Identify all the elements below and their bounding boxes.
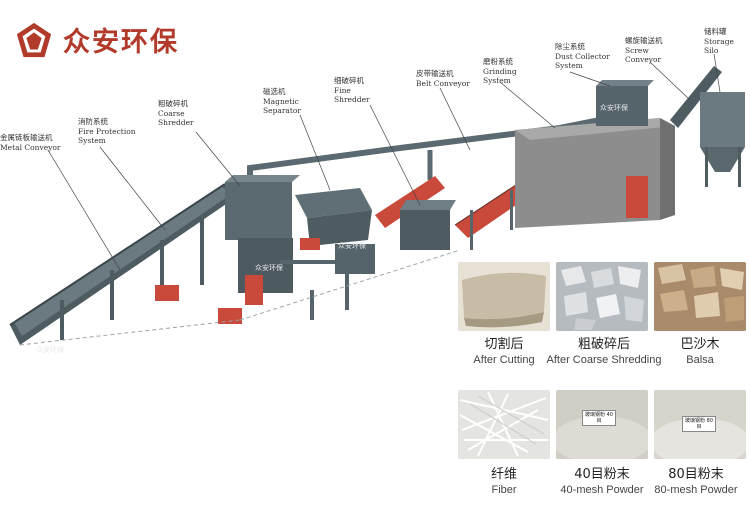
label-text: Separator [263, 106, 302, 115]
label-text: 细破碎机 [334, 76, 364, 85]
label-text: Shredder [158, 118, 194, 127]
label-text: Fiber [491, 484, 517, 496]
caption-80-mesh: 80目粉末 80-mesh Powder [641, 467, 750, 497]
label-zh: 金属链板输送机 [0, 133, 53, 142]
label-text: 皮带输送机 [416, 69, 454, 78]
label-text: 螺旋输送机 [625, 36, 663, 45]
label-text: 40-mesh Powder [560, 484, 644, 496]
brand-name: 众安环保 [63, 27, 179, 58]
product-photo-coarse [556, 262, 648, 331]
caption-balsa: 巴沙木 Balsa [645, 337, 750, 367]
label-text: Dust Collector [555, 51, 610, 61]
machine-mark: 众安环保 [36, 345, 64, 354]
label-text: 粗破碎后 [577, 337, 630, 352]
fiber-image [458, 390, 550, 459]
product-photo-balsa [654, 262, 746, 331]
label-text: System [78, 136, 106, 145]
label-text: Balsa [686, 354, 714, 366]
label-text: Belt Conveyor [416, 78, 470, 88]
machine-mark: 众安环保 [600, 103, 628, 112]
label-text: After Coarse Shredding [546, 354, 662, 366]
sample-tag-80: 玻璃钢粉 80目 [682, 416, 716, 432]
sample-tag-40: 玻璃钢粉 40目 [582, 410, 616, 426]
label-text: Screw [625, 45, 649, 55]
label-text: 巴沙木 [680, 337, 720, 352]
powder-40-image [556, 390, 648, 459]
label-text: 粗破碎机 [158, 99, 188, 108]
label-text: 40目粉末 [574, 467, 630, 482]
machine-mark: 众安环保 [338, 241, 366, 250]
label-text: Magnetic [263, 96, 299, 106]
shred-chips-image [556, 262, 648, 331]
label-text: 磨粉系统 [483, 57, 513, 66]
label-text: System [483, 76, 511, 85]
label-text: Shredder [334, 95, 370, 104]
label-text: 80-mesh Powder [654, 484, 738, 496]
label-text: Grinding [483, 66, 517, 76]
product-photo-after-cutting [458, 262, 550, 331]
label-text: 纤维 [490, 467, 517, 482]
label-text: Conveyor [625, 55, 662, 64]
product-photo-fiber [458, 390, 550, 459]
caption-after-coarse: 粗破碎后 After Coarse Shredding [544, 337, 664, 367]
caption-40-mesh: 40目粉末 40-mesh Powder [547, 467, 657, 497]
label-metal-conveyor: 金属链板输送机 Metal Conveyor [0, 133, 60, 152]
label-en: Metal Conveyor [0, 142, 61, 152]
label-text: 消防系统 [78, 117, 108, 126]
label-text: 切割后 [484, 337, 524, 352]
label-text: 除尘系统 [555, 42, 585, 51]
label-text: Fire Protection [78, 126, 136, 136]
label-text: Storage [704, 36, 734, 46]
brand-logo-icon [16, 22, 52, 57]
label-text: 80目粉末 [668, 467, 724, 482]
brand: 众安环保 [15, 20, 179, 59]
balsa-chips-image [654, 262, 746, 331]
cut-block-image [458, 262, 550, 331]
caption-fiber: 纤维 Fiber [449, 467, 559, 497]
label-text: After Cutting [473, 354, 535, 366]
label-text: 磁选机 [263, 87, 286, 96]
machine-mark: 众安环保 [255, 263, 283, 272]
label-text: 储料罐 [704, 27, 727, 36]
label-text: Fine [334, 85, 351, 95]
label-text: System [555, 61, 583, 70]
label-text: Coarse [158, 108, 185, 118]
label-text: Silo [704, 46, 719, 55]
caption-after-cutting: 切割后 After Cutting [449, 337, 559, 367]
